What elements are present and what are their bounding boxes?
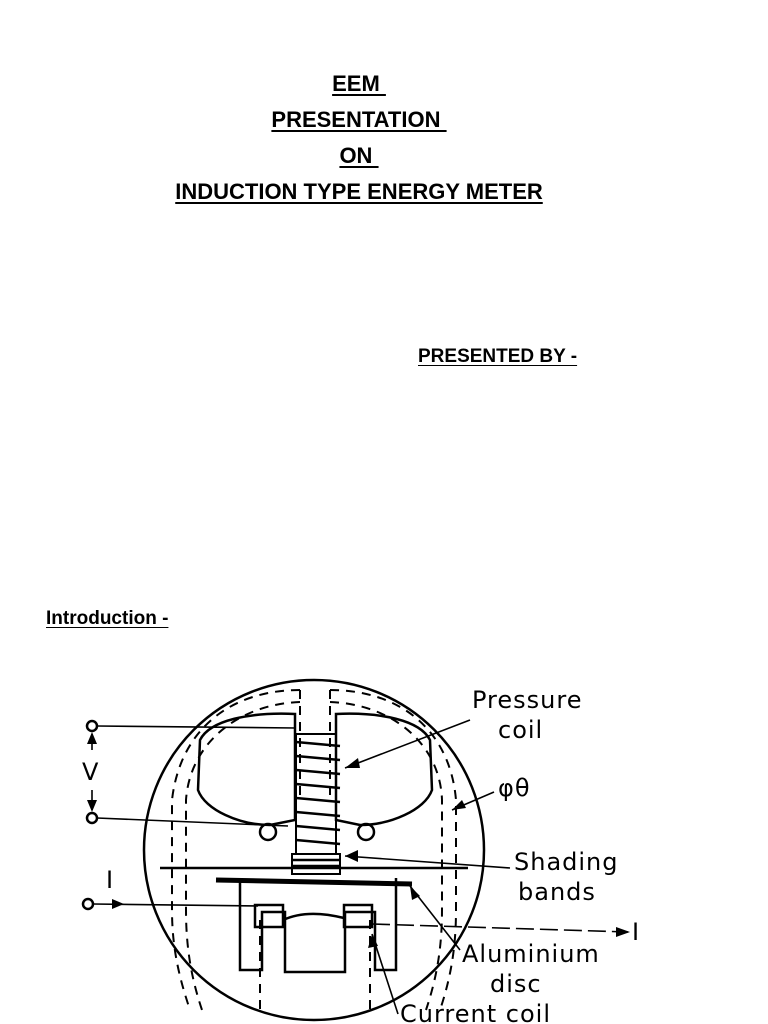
left-rivet (258, 822, 278, 842)
pressure-coil-pointer (344, 719, 471, 769)
label-voltage: V (82, 758, 99, 786)
label-shading: Shading (514, 848, 619, 876)
label-pressure: Pressure (472, 686, 582, 714)
label-bands: bands (518, 878, 596, 906)
label-coil: coil (498, 716, 543, 744)
right-rivet (356, 822, 376, 842)
label-current-out: I (632, 918, 640, 946)
label-current-in: I (106, 866, 114, 894)
pressure-coil (295, 733, 341, 855)
introduction-heading: Introduction - (46, 608, 169, 629)
current-coil-link (282, 912, 345, 922)
aluminium-disc (215, 877, 413, 887)
title-line-eem: EEM (332, 71, 386, 96)
current-coil-left (253, 903, 285, 929)
voltage-terminal-bottom (85, 811, 99, 825)
label-current-coil: Current coil (400, 1000, 551, 1024)
title-line-on: ON (339, 143, 379, 168)
current-magnet (238, 878, 398, 974)
presented-by-heading: PRESENTED BY - (418, 346, 578, 367)
voltage-terminal-top (85, 719, 99, 733)
label-flux: φθ (498, 774, 531, 802)
voltage-lead-top (96, 725, 297, 729)
shading-bands (291, 853, 341, 875)
flux-paths (171, 689, 457, 1011)
title-line-presentation: PRESENTATION (271, 107, 447, 132)
label-aluminium: Aluminium (462, 940, 600, 968)
voltage-lead-bottom (96, 817, 289, 827)
shading-pointer (344, 855, 511, 869)
right-core-window (334, 712, 434, 827)
meter-outer-circle (142, 678, 486, 1022)
current-coil-pointer (371, 933, 399, 1015)
current-coil-right (342, 903, 374, 929)
arrow-heads (87, 732, 630, 948)
current-terminal (81, 897, 95, 911)
left-core-window (196, 712, 297, 827)
energy-meter-diagram: Pressure coil φθ Shading bands Aluminium… (81, 678, 640, 1024)
title-line-topic: INDUCTION TYPE ENERGY METER (175, 179, 543, 204)
title-block: EEM PRESENTATION ON INDUCTION TYPE ENERG… (0, 66, 718, 210)
label-disc: disc (490, 970, 542, 998)
current-lead-out (371, 923, 629, 933)
